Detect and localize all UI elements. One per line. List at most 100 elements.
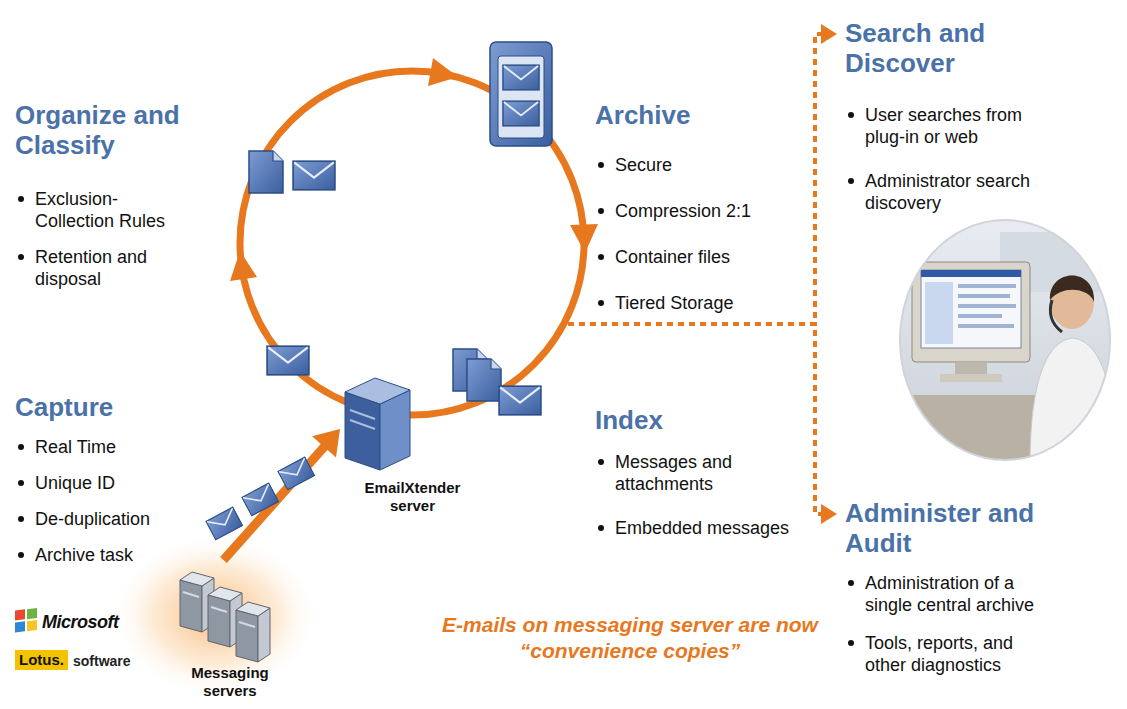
envelope-icon bbox=[278, 457, 315, 490]
server-label: EmailXtender server bbox=[353, 479, 473, 515]
capture-arrow bbox=[224, 429, 341, 560]
bullet-item: Administration of a single central archi… bbox=[845, 572, 1045, 616]
stage-section: Search and DiscoverUser searches from pl… bbox=[837, 18, 1115, 214]
window-line bbox=[958, 314, 1002, 318]
connector-line bbox=[224, 445, 326, 560]
connector-line bbox=[568, 34, 823, 324]
photo-content bbox=[895, 215, 1116, 465]
tower-front bbox=[208, 595, 230, 647]
server-label: Messaging servers bbox=[180, 664, 280, 700]
caption-note: E-mails on messaging server are now “con… bbox=[420, 612, 840, 664]
bullet-item: Real Time bbox=[15, 436, 165, 458]
document-icon bbox=[467, 359, 501, 401]
bullet-item: Embedded messages bbox=[595, 517, 800, 539]
monitor-screen bbox=[921, 270, 1021, 348]
stage-section: IndexMessages and attachmentsEmbedded me… bbox=[568, 405, 805, 539]
stage-section: Organize and ClassifyExclusion-Collectio… bbox=[15, 100, 230, 290]
bullet-item: Retention and disposal bbox=[15, 246, 185, 290]
store-panel bbox=[498, 56, 544, 138]
cycle-arrowhead bbox=[570, 224, 598, 253]
window-line bbox=[958, 294, 1010, 298]
envelope-icon bbox=[503, 65, 539, 90]
arrowhead bbox=[312, 429, 340, 458]
store-body bbox=[490, 42, 552, 146]
section-heading: Administer and Audit bbox=[845, 498, 1075, 558]
monitor-base bbox=[940, 374, 1002, 382]
envelope-icon bbox=[503, 101, 539, 126]
server-tower bbox=[236, 602, 270, 662]
envelope-icon bbox=[499, 386, 541, 415]
bullet-item: Tiered Storage bbox=[595, 292, 785, 314]
bullet-item: Administrator search discovery bbox=[845, 170, 1035, 214]
user-photo bbox=[895, 215, 1116, 465]
person-hair bbox=[1050, 276, 1094, 303]
section-heading: Capture bbox=[15, 392, 165, 422]
cycle-ring bbox=[240, 71, 584, 415]
index-icon bbox=[453, 349, 541, 415]
server-slot bbox=[350, 420, 375, 429]
tower-front bbox=[236, 610, 258, 662]
person-head bbox=[1050, 275, 1094, 329]
server-node: EmailXtender server bbox=[340, 372, 485, 515]
envelope-icon bbox=[242, 483, 279, 516]
classify-icon bbox=[249, 151, 335, 193]
photo-background bbox=[895, 215, 1115, 465]
tower-front bbox=[180, 580, 202, 632]
bullet-item: Messages and attachments bbox=[595, 451, 800, 495]
tower-side bbox=[258, 608, 270, 662]
server-node: Messaging servers bbox=[165, 560, 295, 700]
monitor-frame bbox=[912, 262, 1030, 362]
photo-frame bbox=[900, 220, 1110, 460]
logo-text: software bbox=[73, 651, 131, 671]
arrowhead bbox=[821, 504, 837, 524]
stage-section: CaptureReal TimeUnique IDDe-duplicationA… bbox=[15, 392, 165, 566]
cycle-arrowhead bbox=[428, 58, 458, 86]
logo-text: Microsoft bbox=[42, 611, 119, 633]
window-bar bbox=[921, 270, 1021, 277]
logo-text: Lotus. bbox=[15, 650, 68, 670]
tower-slot bbox=[239, 622, 255, 627]
section-heading: Archive bbox=[595, 100, 785, 130]
tower-slot bbox=[211, 607, 227, 612]
window-line bbox=[958, 324, 1014, 328]
microsoft-flag bbox=[15, 608, 37, 632]
tower-top bbox=[180, 572, 214, 586]
envelope-icon bbox=[206, 507, 243, 540]
window-line bbox=[958, 284, 1016, 288]
bullet-item: Container files bbox=[595, 246, 785, 268]
stage-section: Administer and AuditAdministration of a … bbox=[837, 498, 1115, 676]
section-heading: Index bbox=[595, 405, 785, 435]
flag-pane bbox=[27, 608, 37, 619]
bullet-item: Secure bbox=[595, 154, 785, 176]
section-heading: Organize and Classify bbox=[15, 100, 230, 160]
flag-pane bbox=[27, 620, 37, 631]
flag-pane bbox=[15, 609, 25, 620]
headset bbox=[1050, 300, 1062, 332]
person-body bbox=[1030, 338, 1116, 465]
arrowhead bbox=[821, 24, 837, 44]
access-arrow bbox=[568, 324, 837, 524]
messaging-server-icons bbox=[180, 572, 270, 662]
document-icon bbox=[249, 151, 283, 193]
server-top bbox=[345, 378, 410, 404]
window-line bbox=[958, 304, 1016, 308]
flag-pane bbox=[15, 621, 25, 632]
server-slot bbox=[350, 410, 375, 419]
section-heading: Search and Discover bbox=[845, 18, 1075, 78]
bullet-item: Compression 2:1 bbox=[595, 200, 785, 222]
connector-line bbox=[568, 324, 823, 514]
bullet-item: Unique ID bbox=[15, 472, 165, 494]
stage-section: ArchiveSecureCompression 2:1Container fi… bbox=[568, 100, 785, 324]
bullet-item: User searches from plug-in or web bbox=[845, 104, 1035, 148]
tower-top bbox=[236, 602, 270, 616]
monitor-stand bbox=[955, 362, 987, 376]
envelope-icon bbox=[293, 161, 335, 190]
tower-top bbox=[208, 587, 242, 601]
bullet-item: Exclusion-Collection Rules bbox=[15, 188, 185, 232]
access-arrow bbox=[568, 24, 837, 324]
bullet-item: Archive task bbox=[15, 544, 165, 566]
archive-store-icon bbox=[490, 42, 552, 146]
tower-slot bbox=[183, 592, 199, 597]
